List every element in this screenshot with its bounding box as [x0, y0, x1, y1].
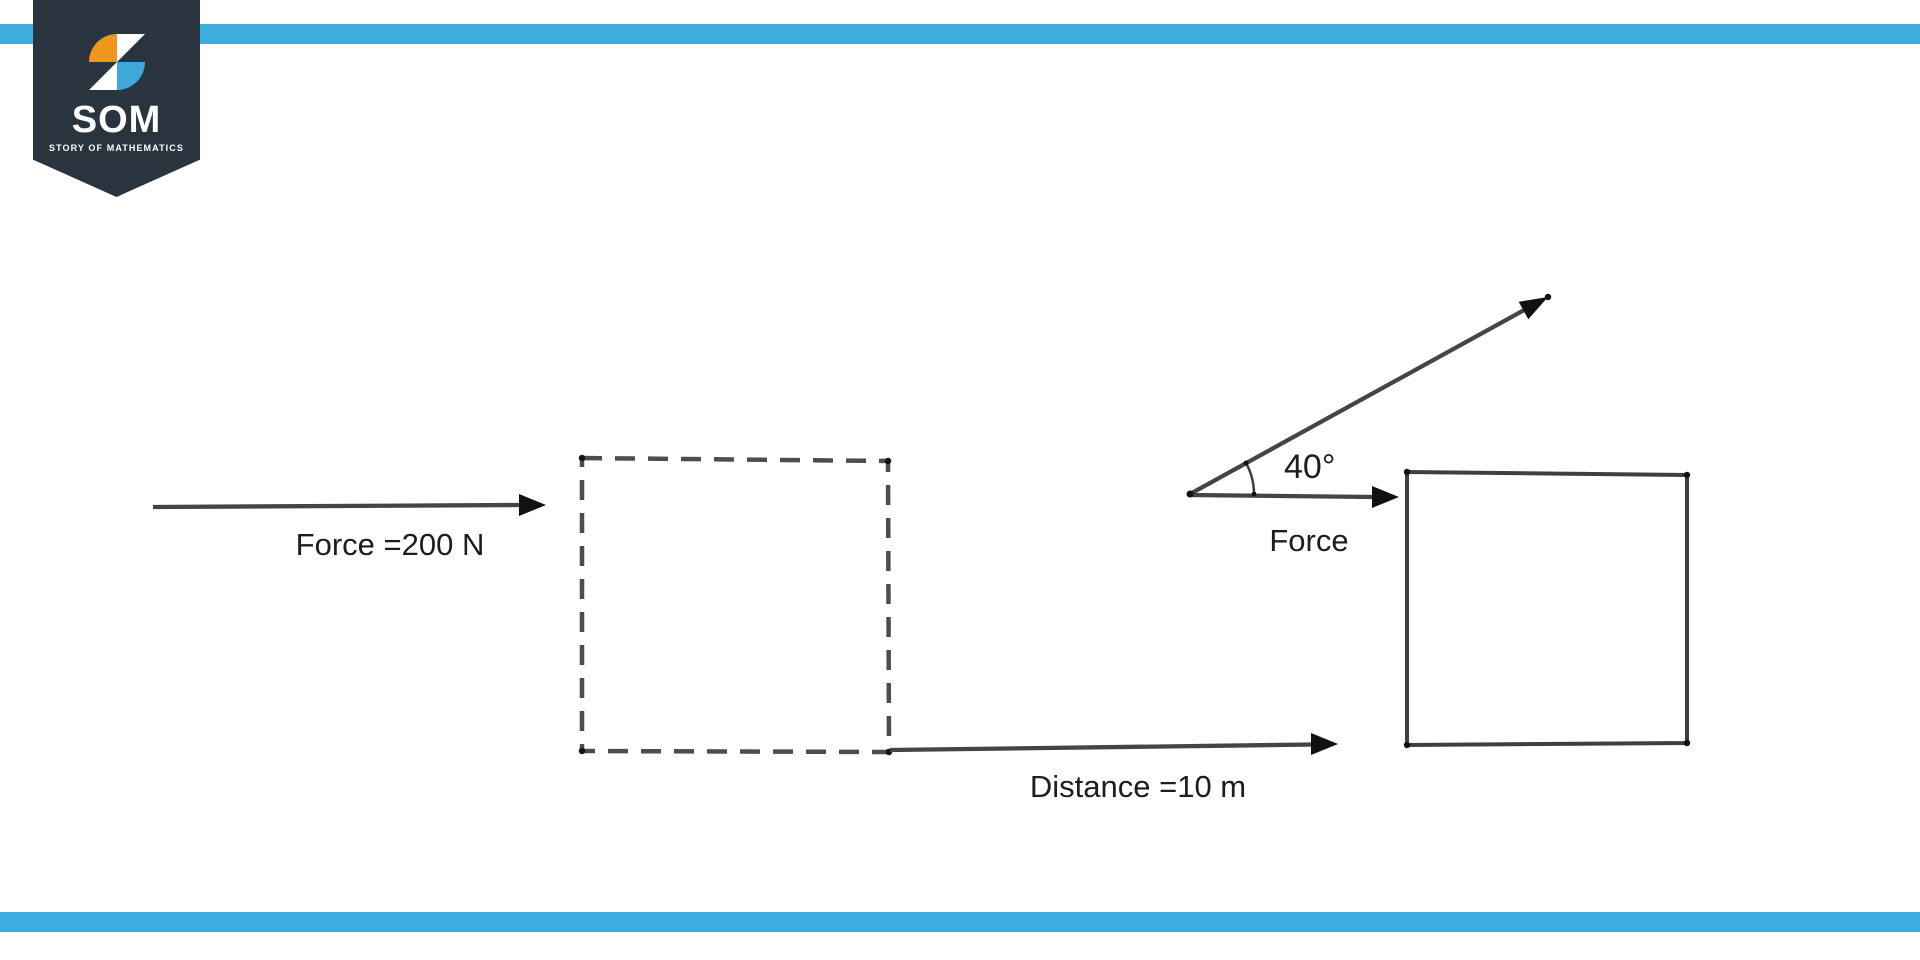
icon-blue-quarter: [116, 62, 145, 90]
applied-force-arrow-shaft: [152, 502, 523, 510]
angle-label: 40°: [1284, 448, 1336, 486]
icon-white-triangle-top: [116, 34, 145, 62]
icon-white-triangle-bottom: [88, 62, 117, 90]
dashed-box-outline: [579, 455, 892, 755]
distance-arrow: [889, 733, 1338, 755]
horizontal-force-arrow-shaft: [1189, 492, 1376, 500]
angled-force-arrowhead-icon: [1518, 297, 1548, 320]
applied-force-label: Force =200 N: [295, 527, 485, 562]
dashed-box-corner-dot: [884, 457, 892, 465]
distance-label: Distance =10 m: [1029, 769, 1247, 804]
solid-box-outline: [1405, 469, 1689, 748]
horizontal-force-arrow: [1186, 486, 1399, 508]
applied-force-arrow: [152, 494, 546, 516]
bottom-accent-bar: [0, 912, 1920, 932]
angled-arrow-tip-dot: [1544, 293, 1552, 301]
dashed-box-corner-dot: [578, 747, 586, 755]
angle-arc-curve: [1244, 462, 1256, 495]
angle-arc-end-dot: [1243, 460, 1249, 466]
icon-orange-quarter: [88, 34, 117, 62]
angled-force-label: Force: [1269, 523, 1349, 558]
solid-box-corner-dot: [1683, 739, 1691, 747]
solid-box-corner-dot: [1403, 741, 1411, 749]
angle-vertex-dot: [1186, 490, 1194, 498]
solid-box: [1403, 468, 1691, 749]
logo-brand-text: SOM: [71, 99, 162, 141]
distance-arrow-shaft: [889, 742, 1315, 753]
angle-arc: [1243, 460, 1257, 497]
solid-box-corner-dot: [1403, 468, 1411, 476]
top-accent-bar: [0, 24, 1920, 44]
dashed-box-corner-dot: [578, 454, 586, 462]
dashed-box: [578, 454, 893, 756]
applied-force-arrowhead-icon: [519, 494, 546, 516]
som-logo-banner[interactable]: SOM STORY OF MATHEMATICS: [33, 0, 200, 197]
angle-arc-end-dot: [1251, 491, 1257, 497]
som-pinwheel-icon: [88, 34, 145, 90]
logo-tagline-text: STORY OF MATHEMATICS: [48, 143, 184, 153]
horizontal-force-arrowhead-icon: [1372, 486, 1399, 508]
distance-arrowhead-icon: [1311, 733, 1338, 755]
solid-box-corner-dot: [1683, 471, 1691, 479]
